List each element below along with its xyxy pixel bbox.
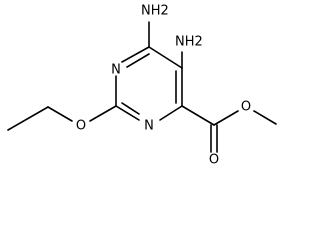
carbonyl-oxygen: O xyxy=(209,153,219,168)
bond-n3-c2-inner xyxy=(121,102,140,115)
bond-o-ch2 xyxy=(47,106,73,122)
bond-n1-c6 xyxy=(121,46,150,63)
bond-c4-n3 xyxy=(159,105,183,121)
bond-layer xyxy=(7,21,277,153)
amino-group-right: NH2 xyxy=(175,35,203,50)
ring-nitrogen-left: N xyxy=(111,63,121,78)
bond-carbonyl-ester-o xyxy=(213,110,239,126)
bond-ester-o-ch3 xyxy=(253,110,277,125)
ring-nitrogen-right: N xyxy=(144,119,154,134)
bond-c4-carbonyl xyxy=(181,105,215,126)
bond-ch2-ch3 xyxy=(7,106,49,131)
ether-oxygen: O xyxy=(76,119,86,134)
bond-c6-c5 xyxy=(148,46,183,69)
atom-label-layer: NH2 NH2 N N O O O xyxy=(76,4,251,168)
amino-group-top: NH2 xyxy=(141,4,169,19)
bond-n1-c6-inner xyxy=(126,53,150,68)
chemical-structure-diagram: NH2 NH2 N N O O O xyxy=(7,4,277,168)
bond-c2-o xyxy=(89,105,117,122)
bond-n3-c2 xyxy=(115,105,140,121)
ester-oxygen: O xyxy=(241,100,251,115)
